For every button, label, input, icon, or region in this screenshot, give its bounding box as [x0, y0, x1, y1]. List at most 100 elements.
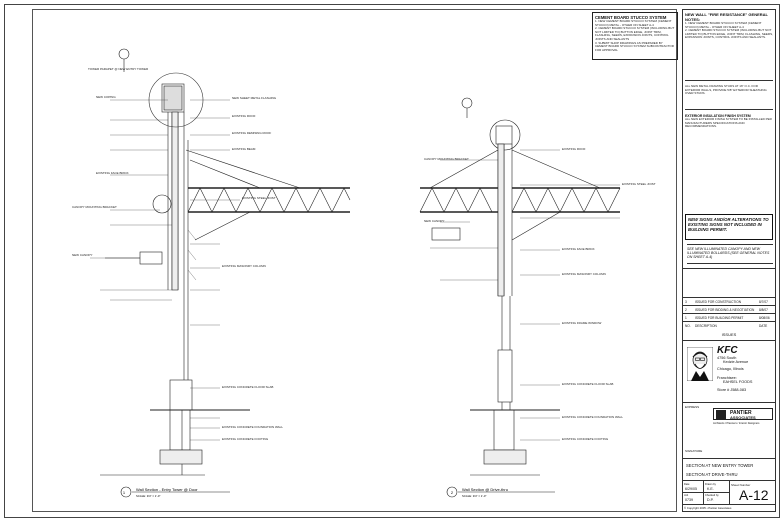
issues-heading: ISSUES [721, 332, 737, 337]
right-label-8: EXISTING CONCRETE FOUNDATION WALL [562, 415, 623, 419]
colonel-logo-icon [687, 347, 713, 381]
issue-number: 2 [685, 307, 687, 312]
drawn-label: Drawn by [705, 483, 716, 486]
issue-date: 8/8/07 [759, 307, 768, 312]
right-label-7: EXISTING CONCRETE FLOOR SLAB [562, 382, 613, 386]
left-title-number: 1 [123, 490, 126, 495]
left-label-0: TOWER PARAPET @ NEW ENTRY TOWER [88, 67, 149, 71]
left-label-2: NEW SHEET METAL FLASHING [232, 96, 277, 100]
cement-board-notes: CEMENT BOARD STUCCO SYSTEM 1. NEW CEMENT… [592, 12, 678, 60]
issue-description: ISSUED FOR BUILDING PERMIT [695, 315, 744, 320]
left-label-3: EXISTING ROOF [232, 114, 256, 118]
left-label-10: EXISTING MASONRY COLUMN [222, 264, 266, 268]
issue-number: NO. [685, 323, 691, 328]
sheet-number-label: Sheet Number [731, 483, 751, 487]
right-title-scale: SCALE: 3/4" = 1'-0" [462, 494, 486, 498]
client-block: KFC 4756 South Kedzie Avenue Chicago, Il… [683, 340, 775, 402]
right-label-6: EXISTING FRAME WINDOW [562, 321, 602, 325]
drawing-area-border [32, 9, 677, 512]
sheet-title-2: SECTION AT DRIVE-THRU [686, 472, 738, 477]
left-title-text: Wall Section - Entry Tower @ Door [136, 487, 198, 492]
architect-name: PANTIER [730, 410, 752, 416]
date-value: 6/29/05 [685, 487, 697, 491]
client-store-number: Store # J588-083 [717, 388, 747, 392]
left-label-4: EXISTING FACE BRICK [96, 171, 129, 175]
left-wall-section [90, 48, 351, 498]
issue-number: 1 [685, 315, 687, 320]
left-label-11: EXISTING CONCRETE FLOOR SLAB [222, 385, 273, 389]
title-block: NEW WALL "FIRE RESISTANCE" GENERAL NOTES… [682, 9, 776, 512]
checked-label: Checked by [705, 494, 719, 497]
sheet-meta: Date 6/29/05 Drawn by K.E. Job 0739 Chec… [683, 480, 775, 512]
left-label-5: EXISTING STEEL JOIST [242, 196, 276, 200]
left-label-9: NEW CANOPY [72, 253, 93, 257]
issue-date: DATE [759, 323, 768, 328]
left-label-13: EXISTING CONCRETE FOOTING [222, 437, 269, 441]
right-label-2: EXISTING ROOF [562, 147, 586, 151]
canopy-note-box: SEE NEW ILLUMINATED CANOPY AND NEW ILLUM… [687, 244, 773, 264]
framing-note: ALL NEW METAL FRAMING STUDS AT 16" O.C. … [685, 80, 773, 110]
client-address-1: 4756 South [717, 356, 737, 360]
exterior-insulation-title: EXTERIOR INSULATION FINISH SYSTEM [685, 114, 751, 118]
cement-board-item-1: 1. NEW CEMENT BOARD STUCCO SYSTEM (CEMEN… [595, 19, 672, 27]
right-title-text: Wall Section @ Drive-thru [462, 487, 508, 492]
right-label-3: EXISTING STEEL JOIST [622, 182, 656, 186]
stamp-label: EXPRESS [685, 405, 700, 409]
right-wall-section [419, 97, 621, 498]
architect-mark-icon [716, 410, 726, 419]
right-label-0: CANOPY MOUNTING BRACKET [424, 157, 469, 161]
cement-board-title: CEMENT BOARD STUCCO SYSTEM [595, 15, 667, 20]
issue-row: 1 ISSUED FOR BUILDING PERMIT 8/08/06 [683, 313, 775, 321]
sheet-number: A-12 [739, 487, 769, 503]
canopy-note-text: SEE NEW ILLUMINATED CANOPY AND NEW ILLUM… [687, 247, 770, 259]
architect-block: EXPRESS PANTIER ASSOCIATES Architects / … [683, 402, 775, 458]
architect-logo: PANTIER ASSOCIATES [713, 408, 773, 420]
general-notes-title: NEW WALL "FIRE RESISTANCE" GENERAL NOTES… [685, 12, 768, 22]
sheet-border-outer [4, 4, 780, 518]
client-brand: KFC [717, 345, 738, 356]
architect-address: Architects / Planners / Interior Designe… [713, 422, 760, 425]
signage-note-text: NEW SIGNS AND/OR ALTERATIONS TO EXISTING… [688, 217, 769, 232]
general-notes-item-1: 1. NEW CEMENT BOARD STUCCO SYSTEM (CEMEN… [685, 21, 762, 29]
client-city: Chicago, Illinois [717, 367, 744, 371]
exterior-insulation-body: ALL NEW EXTERIOR FINISH SYSTEM TO BE INS… [685, 117, 772, 129]
exterior-insulation-notes: EXTERIOR INSULATION FINISH SYSTEM ALL NE… [685, 114, 773, 214]
issue-row: NO. DESCRIPTION DATE [683, 321, 775, 329]
left-label-8: CANOPY MOUNTING BRACKET [72, 205, 117, 209]
cement-board-item-2: 2. CEMENT BOARD STUCCO SYSTEM (INCLUDING… [595, 26, 675, 41]
issue-row: 3 ISSUED FOR CONSTRUCTION 8/7/07 [683, 297, 775, 305]
signature-label: SIGNATURE [685, 449, 703, 453]
issue-date: 8/7/07 [759, 299, 768, 304]
issue-number: 3 [685, 299, 687, 304]
left-label-7: EXISTING BEAM [232, 147, 256, 151]
general-notes-item-2: 2. CEMENT BOARD STUCCO SYSTEM (INCLUDING… [685, 28, 773, 40]
right-label-1: NEW CANOPY [424, 219, 445, 223]
left-label-1: NEW COPING [96, 95, 116, 99]
client-franchisee-label: Franchisee: [717, 376, 737, 380]
left-label-6: EXISTING DEMISING ROOF [232, 131, 271, 135]
sheet-title-1: SECTION AT NEW ENTRY TOWER [686, 463, 754, 468]
issue-description: ISSUED FOR CONSTRUCTION [695, 299, 742, 304]
cement-board-item-3: 3. SUBMIT SHOP DRAWINGS AS PREPARED BY C… [595, 40, 674, 52]
framing-note-text: ALL NEW METAL FRAMING STUDS AT 16" O.C. … [685, 84, 767, 96]
left-section-labels: TOWER PARAPET @ NEW ENTRY TOWER NEW COPIN… [72, 67, 283, 441]
architect-name-2: ASSOCIATES [730, 415, 756, 420]
client-address-2: Kedzie Avenue [723, 360, 749, 364]
left-label-12: EXISTING CONCRETE FOUNDATION WALL [222, 425, 283, 429]
issue-description: ISSUED FOR BIDDING & NEGOTIATION [695, 307, 755, 312]
right-label-5: EXISTING MASONRY COLUMN [562, 272, 606, 276]
date-label: Date [684, 483, 690, 486]
left-title-scale: SCALE: 3/4" = 1'-0" [136, 494, 160, 498]
right-title-number: 2 [451, 490, 454, 495]
signage-note-box: NEW SIGNS AND/OR ALTERATIONS TO EXISTING… [685, 214, 773, 240]
sheet-title-block: SECTION AT NEW ENTRY TOWER SECTION AT DR… [683, 458, 775, 480]
job-label: Job [684, 494, 689, 497]
right-label-4: EXISTING FACE BRICK [562, 247, 595, 251]
right-label-9: EXISTING CONCRETE FOOTING [562, 437, 609, 441]
checked-value: D.P. [707, 498, 714, 502]
issue-row: 2 ISSUED FOR BIDDING & NEGOTIATION 8/8/07 [683, 305, 775, 313]
issue-date: 8/08/06 [759, 315, 770, 320]
issue-description: DESCRIPTION [695, 323, 717, 328]
